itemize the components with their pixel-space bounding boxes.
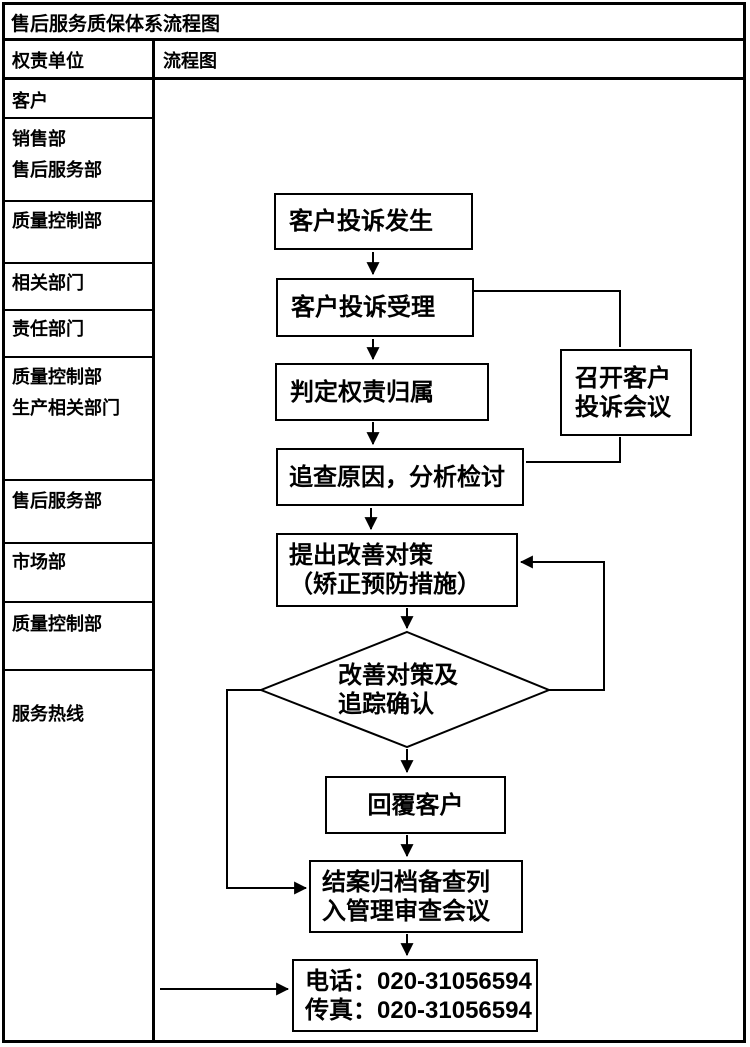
row-label-customer: 客户	[12, 91, 48, 111]
node-decision-followup: 改善对策及 追踪确认	[338, 662, 458, 718]
row-label-service-hotline: 服务热线	[12, 704, 84, 724]
row-label-quality-control: 质量控制部	[12, 211, 102, 231]
node-complaint-occur: 客户投诉发生	[274, 193, 473, 250]
decision-diamond	[258, 630, 552, 749]
row-divider	[2, 309, 154, 311]
row-divider	[2, 200, 154, 202]
loop-decision-to-close	[226, 689, 308, 895]
column-divider	[152, 38, 155, 1043]
node-improvement-measures: 提出改善对策 （矫正预防措施）	[276, 533, 518, 607]
row-divider	[2, 669, 154, 671]
node-investigate-cause: 追查原因，分析检讨	[276, 448, 524, 506]
row-divider	[2, 601, 154, 603]
node-contact-info: 电话：020-31056594 传真：020-31056594	[292, 959, 538, 1032]
row-divider	[2, 117, 154, 119]
row-label-quality-control-2: 质量控制部	[12, 614, 102, 634]
node-reply-customer: 回覆客户	[325, 776, 506, 834]
connector-meeting-to-investigate	[526, 437, 621, 463]
row-divider	[2, 262, 154, 264]
connector-accept-to-meeting	[473, 290, 621, 347]
node-close-case: 结案归档备查列 入管理审查会议	[309, 860, 523, 933]
page-title: 售后服务质保体系流程图	[11, 14, 221, 35]
row-label-qc-production: 质量控制部 生产相关部门	[12, 367, 120, 418]
node-complaint-accept: 客户投诉受理	[276, 278, 474, 337]
row-label-marketing: 市场部	[12, 552, 66, 572]
row-label-responsible-dept: 责任部门	[12, 319, 84, 339]
node-customer-meeting: 召开客户 投诉会议	[560, 349, 692, 436]
header-row-divider	[2, 77, 746, 80]
row-divider	[2, 542, 154, 544]
row-label-aftersales-service: 售后服务部	[12, 491, 102, 511]
title-row-divider	[2, 38, 746, 41]
header-flow-label: 流程图	[163, 51, 217, 71]
header-units-label: 权责单位	[12, 51, 84, 71]
row-divider	[2, 356, 154, 358]
row-label-sales-aftersales: 销售部 售后服务部	[12, 129, 102, 180]
loop-decision-to-improve	[519, 555, 605, 691]
row-label-related-depts: 相关部门	[12, 273, 84, 293]
row-divider	[2, 479, 154, 481]
node-determine-responsibility: 判定权责归属	[275, 363, 489, 421]
